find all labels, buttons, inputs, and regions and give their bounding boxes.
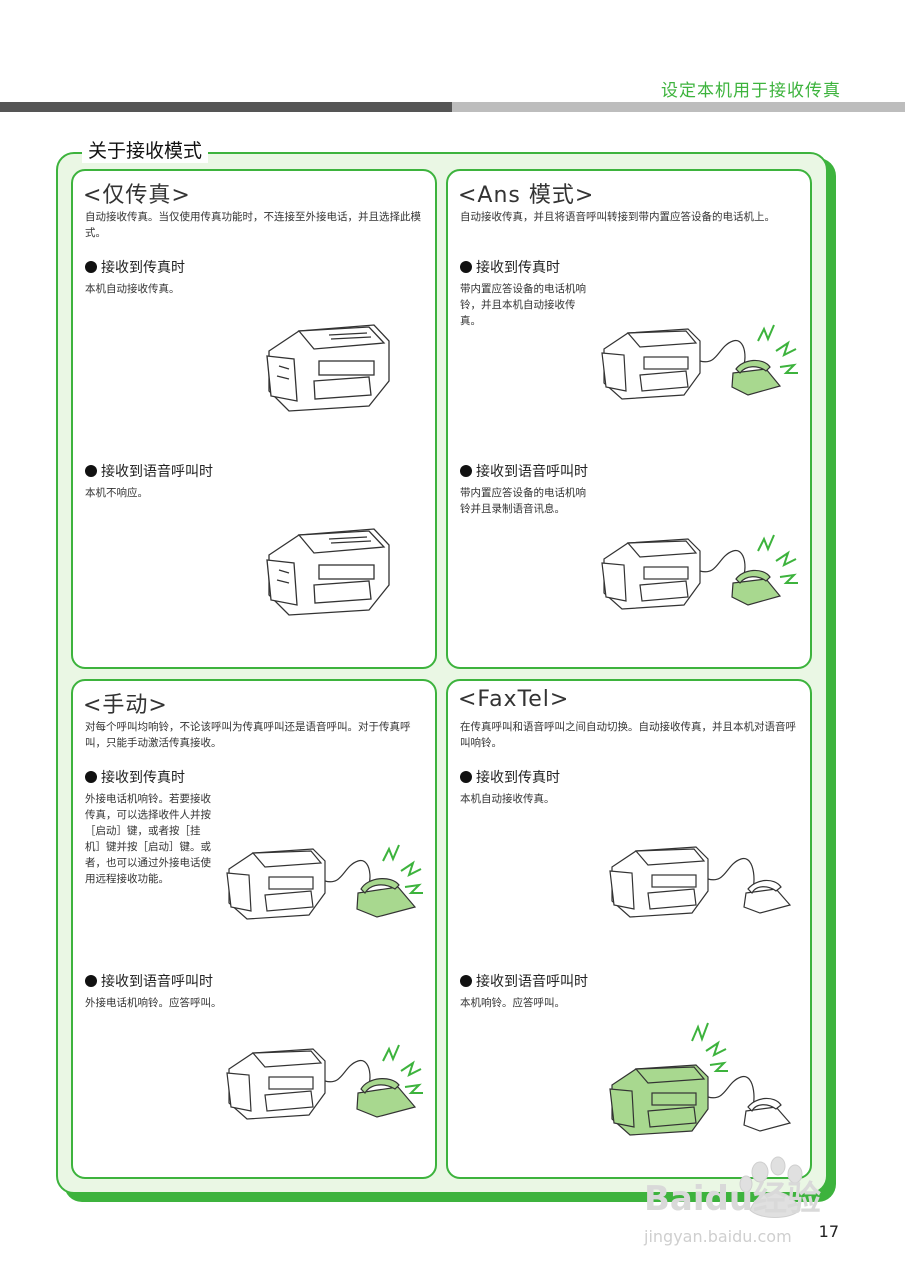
fax-with-answering-phone-icon [601, 534, 798, 610]
sub-heading: 接收到传真时 [101, 260, 185, 276]
card-manual: <手动> 对每个呼叫均响铃，不论该呼叫为传真呼叫还是语音呼叫。对于传真呼叫，只能… [71, 679, 437, 1179]
card-fax-only: <仅传真> 自动接收传真。当仅使用传真功能时，不连接至外接电话，并且选择此模式。… [71, 169, 437, 669]
fax-with-external-phone-icon [226, 1044, 423, 1120]
watermark-url: jingyan.baidu.com [643, 1227, 792, 1246]
header-bar-dark [0, 102, 452, 112]
sub-body: 本机不响应。 [85, 487, 148, 499]
card-title: <Ans 模式> [458, 183, 595, 208]
fax-received-section: 接收到传真时 外接电话机响铃。若要接收传真，可以选择收件人并按［启动］键，或者按… [85, 767, 215, 887]
fax-received-section: 接收到传真时 本机自动接收传真。 [460, 767, 800, 807]
card-description: 自动接收传真，并且将语音呼叫转接到带内置应答设备的电话机上。 [460, 211, 775, 223]
sub-body: 带内置应答设备的电话机响铃并且录制语音讯息。 [460, 487, 586, 515]
bullet-icon [460, 771, 472, 783]
voice-received-section: 接收到语音呼叫时 本机响铃。应答呼叫。 [460, 971, 800, 1011]
bullet-icon [85, 975, 97, 987]
sub-body: 本机自动接收传真。 [460, 793, 555, 805]
bullet-icon [460, 261, 472, 273]
sub-heading: 接收到传真时 [476, 770, 560, 786]
bullet-icon [460, 975, 472, 987]
baidu-watermark-logo: Baidu经验 jingyan.baidu.com [643, 1156, 821, 1246]
sub-body: 外接电话机响铃。若要接收传真，可以选择收件人并按［启动］键，或者按［挂机］键并按… [85, 793, 211, 885]
card-description: 在传真呼叫和语音呼叫之间自动切换。自动接收传真，并且本机对语音呼叫响铃。 [460, 721, 796, 749]
bullet-icon [85, 465, 97, 477]
sub-heading: 接收到传真时 [476, 260, 560, 276]
fax-received-section: 接收到传真时 带内置应答设备的电话机响铃，并且本机自动接收传真。 [460, 257, 590, 329]
sub-heading: 接收到语音呼叫时 [476, 974, 588, 990]
card-title: <FaxTel> [458, 687, 570, 712]
sub-heading: 接收到传真时 [101, 770, 185, 786]
fax-received-section: 接收到传真时 本机自动接收传真。 [85, 257, 425, 297]
sub-heading: 接收到语音呼叫时 [476, 464, 588, 480]
header-bar-light [452, 102, 905, 112]
card-ans-mode: <Ans 模式> 自动接收传真，并且将语音呼叫转接到带内置应答设备的电话机上。 … [446, 169, 812, 669]
card-faxtel: <FaxTel> 在传真呼叫和语音呼叫之间自动切换。自动接收传真，并且本机对语音… [446, 679, 812, 1179]
page-number: 17 [818, 1222, 839, 1241]
bullet-icon [85, 261, 97, 273]
voice-received-section: 接收到语音呼叫时 本机不响应。 [85, 461, 425, 501]
card-title: <仅传真> [83, 183, 191, 208]
fax-ringing-with-phone-icon [609, 1022, 792, 1136]
sub-body: 本机响铃。应答呼叫。 [460, 997, 565, 1009]
section-title: 关于接收模式 [82, 136, 209, 163]
fax-with-answering-phone-icon [601, 324, 798, 400]
fax-with-external-phone-icon [226, 844, 423, 920]
bullet-icon [460, 465, 472, 477]
fax-machine-icon [266, 528, 390, 616]
sub-body: 带内置应答设备的电话机响铃，并且本机自动接收传真。 [460, 283, 586, 327]
watermark-brand: Baidu经验 [644, 1179, 821, 1219]
header-title: 设定本机用于接收传真 [661, 81, 841, 101]
card-description: 自动接收传真。当仅使用传真功能时，不连接至外接电话，并且选择此模式。 [85, 211, 421, 239]
sub-body: 本机自动接收传真。 [85, 283, 180, 295]
card-description: 对每个呼叫均响铃，不论该呼叫为传真呼叫还是语音呼叫。对于传真呼叫，只能手动激活传… [85, 721, 411, 749]
fax-with-phone-icon [609, 846, 792, 918]
card-title: <手动> [83, 693, 168, 718]
voice-received-section: 接收到语音呼叫时 外接电话机响铃。应答呼叫。 [85, 971, 225, 1011]
bullet-icon [85, 771, 97, 783]
sub-heading: 接收到语音呼叫时 [101, 974, 213, 990]
sub-body: 外接电话机响铃。应答呼叫。 [85, 997, 222, 1009]
sub-heading: 接收到语音呼叫时 [101, 464, 213, 480]
voice-received-section: 接收到语音呼叫时 带内置应答设备的电话机响铃并且录制语音讯息。 [460, 461, 590, 517]
fax-machine-icon [266, 324, 390, 412]
